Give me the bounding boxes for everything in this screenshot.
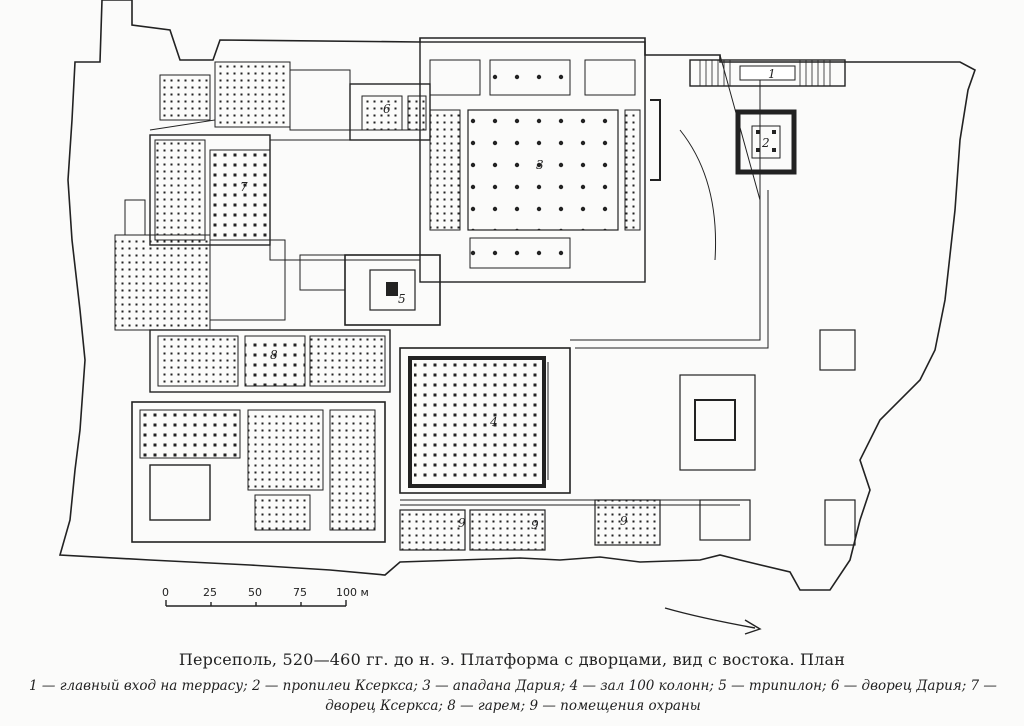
scale-tick-75: 75 — [293, 586, 307, 599]
direction-arrow — [664, 607, 762, 635]
label-9c: 9 — [620, 514, 628, 528]
label-3: 3 — [536, 158, 544, 172]
hall-of-100-columns — [399, 347, 571, 494]
figure-title: Персеполь, 520—460 гг. до н. э. Платформ… — [178, 650, 846, 669]
gate-of-xerxes — [735, 109, 797, 175]
label-1: 1 — [768, 67, 776, 81]
main-entrance-stairs — [689, 59, 846, 87]
harem — [149, 329, 391, 393]
label-9a: 9 — [458, 516, 466, 530]
scale-tick-0: 0 — [162, 586, 169, 599]
apadana — [419, 41, 717, 283]
tripylon — [299, 254, 441, 326]
west-rooms — [114, 199, 286, 331]
treasury — [131, 401, 386, 543]
scale-tick-50: 50 — [248, 586, 262, 599]
label-4: 4 — [490, 415, 498, 429]
label-6: 6 — [383, 102, 391, 116]
palace-of-darius — [349, 83, 431, 141]
scale-tick-100: 100 м — [336, 586, 369, 599]
corridors — [400, 190, 769, 506]
scale-tick-25: 25 — [203, 586, 217, 599]
east-structures — [679, 329, 856, 546]
guard-rooms — [399, 499, 661, 551]
label-8: 8 — [270, 348, 278, 362]
scale-bar — [165, 600, 347, 607]
label-9b: 9 — [531, 518, 539, 532]
label-5: 5 — [398, 292, 406, 306]
label-2: 2 — [762, 136, 770, 150]
label-7: 7 — [240, 180, 248, 194]
west-blocks — [159, 61, 351, 131]
figure-legend: 1 — главный вход на террасу; 2 — пропиле… — [29, 678, 997, 714]
